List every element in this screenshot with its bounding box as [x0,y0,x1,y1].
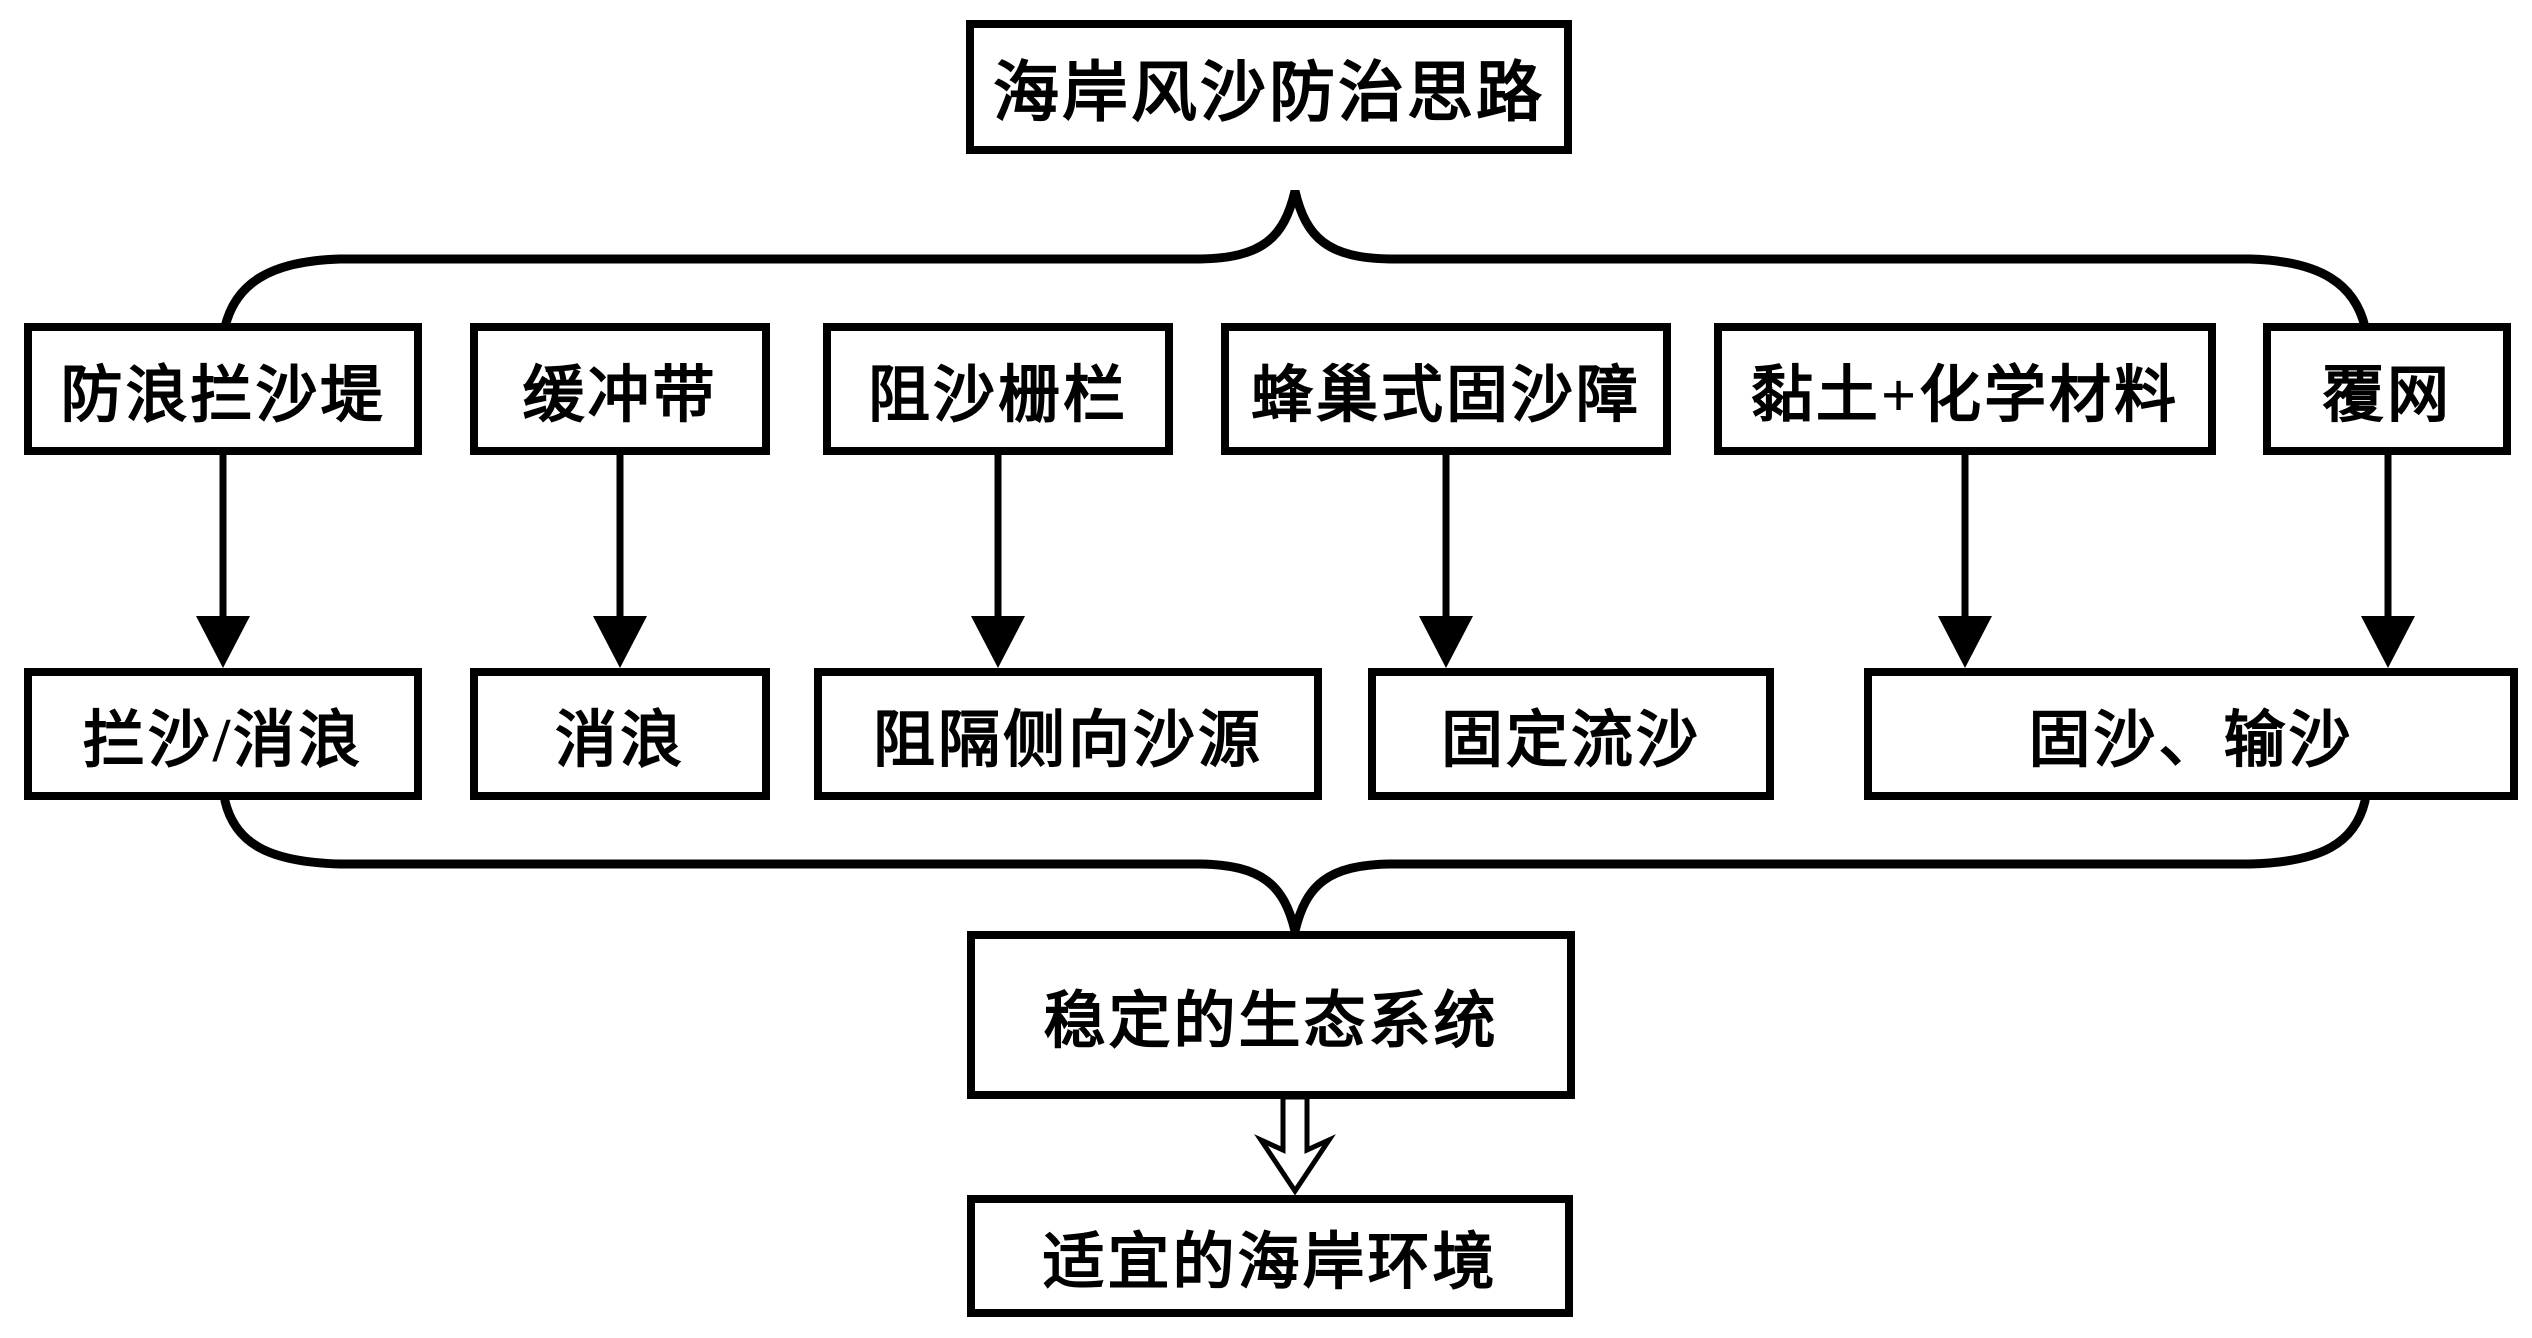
double-arrow [1254,1094,1336,1196]
node-title: 海岸风沙防治思路 [966,20,1572,154]
arrow-measure-6 [2361,452,2415,668]
node-label: 固沙、输沙 [2028,707,2354,775]
arrow-measure-5 [1938,452,1992,668]
arrowhead [2361,616,2415,668]
arrow-measure-1 [196,452,250,668]
arrowhead [196,616,250,668]
arrow-measure-3 [971,452,1025,668]
arrowhead [1419,616,1473,668]
node-measure-clay-chemical: 黏土+化学材料 [1714,323,2216,455]
node-function-fix-drifting-sand: 固定流沙 [1368,668,1774,800]
node-label: 拦沙/消浪 [82,707,364,775]
arrow-measure-2 [593,452,647,668]
node-title-label: 海岸风沙防治思路 [993,57,1545,130]
node-label: 适宜的海岸环境 [1042,1229,1498,1297]
node-label: 防浪拦沙堤 [60,362,386,430]
lower-brace [220,796,2370,933]
node-function-block-lateral-sand: 阻隔侧向沙源 [814,668,1322,800]
node-measure-honeycomb-barrier: 蜂巢式固沙障 [1221,323,1671,455]
node-label: 阻隔侧向沙源 [872,707,1263,775]
node-label: 蜂巢式固沙障 [1250,362,1641,430]
node-label: 黏土+化学材料 [1750,362,2180,430]
node-function-fix-and-transport-sand: 固沙、输沙 [1864,668,2518,800]
upper-brace [220,189,2370,332]
node-measure-sand-fence: 阻沙栅栏 [823,323,1173,455]
arrowhead [1938,616,1992,668]
node-label: 覆网 [2321,362,2452,430]
node-label: 稳定的生态系统 [1043,988,1499,1056]
node-label: 消浪 [554,707,685,775]
node-function-block-sand-dissipate-waves: 拦沙/消浪 [24,668,422,800]
node-measure-cover-net: 覆网 [2263,323,2511,455]
node-measure-buffer-zone: 缓冲带 [470,323,770,455]
node-label: 阻沙栅栏 [867,362,1128,430]
node-function-dissipate-waves: 消浪 [470,668,770,800]
node-label: 固定流沙 [1440,707,1701,775]
arrow-measure-4 [1419,452,1473,668]
arrowhead [593,616,647,668]
node-goal-suitable-coastal-environment: 适宜的海岸环境 [967,1195,1573,1317]
node-measure-breakwater-dike: 防浪拦沙堤 [24,323,422,455]
arrowhead [971,616,1025,668]
node-label: 缓冲带 [522,362,718,430]
node-outcome-stable-ecosystem: 稳定的生态系统 [967,931,1575,1099]
